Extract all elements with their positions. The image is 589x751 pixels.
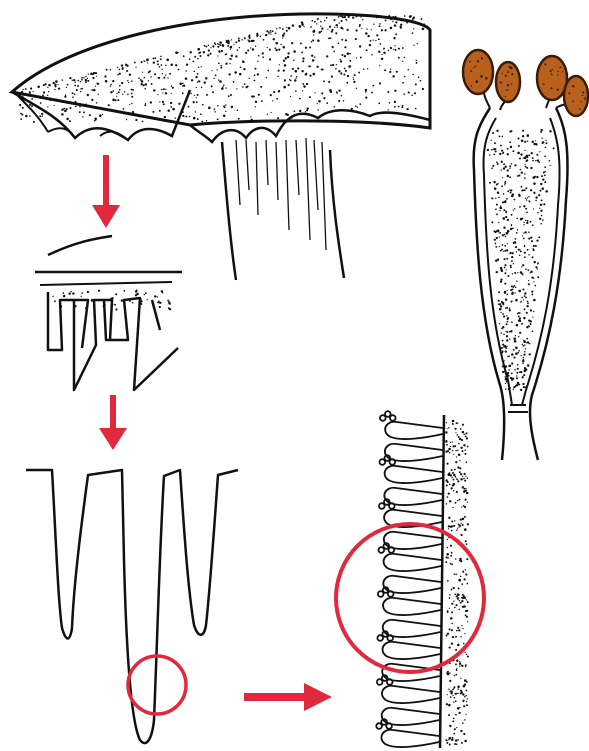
basidium <box>385 422 443 439</box>
basidium <box>382 708 440 725</box>
hymenium-layer <box>336 411 484 748</box>
spore-small <box>387 635 393 641</box>
mushroom-cap-drawing <box>12 14 430 280</box>
basidium-outer-wall <box>474 108 568 460</box>
basidium-closeup <box>463 50 588 460</box>
basidium <box>383 576 441 593</box>
arrow-gills-to-plates <box>99 395 127 450</box>
spore-3 <box>537 56 567 100</box>
arrow-plates-to-hymenium <box>244 683 332 711</box>
spore-1 <box>463 50 493 94</box>
spore-small <box>389 503 395 509</box>
basidium <box>383 620 441 637</box>
basidium <box>384 488 442 505</box>
basidium <box>385 466 443 483</box>
basidium <box>383 598 441 615</box>
gill-plates <box>26 470 238 743</box>
arrow-cap-to-gills <box>92 155 120 228</box>
basidium <box>381 730 439 747</box>
basidium <box>385 444 443 461</box>
spore-2 <box>496 62 520 102</box>
spore-small <box>387 679 393 685</box>
basidium <box>384 532 442 549</box>
spore-small <box>389 547 395 553</box>
gill-teeth <box>48 292 178 390</box>
spore-small <box>386 723 392 729</box>
basidium <box>382 642 440 659</box>
gill-section-closeup <box>35 236 182 390</box>
mushroom-cap <box>12 14 430 128</box>
spore-small <box>390 415 396 421</box>
basidium <box>382 686 440 703</box>
basidium <box>384 554 442 571</box>
spore-small <box>390 459 396 465</box>
mushroom-stipe <box>222 142 344 280</box>
spore-4 <box>564 76 588 116</box>
spore-small <box>388 591 394 597</box>
stipe-striations <box>236 138 326 250</box>
